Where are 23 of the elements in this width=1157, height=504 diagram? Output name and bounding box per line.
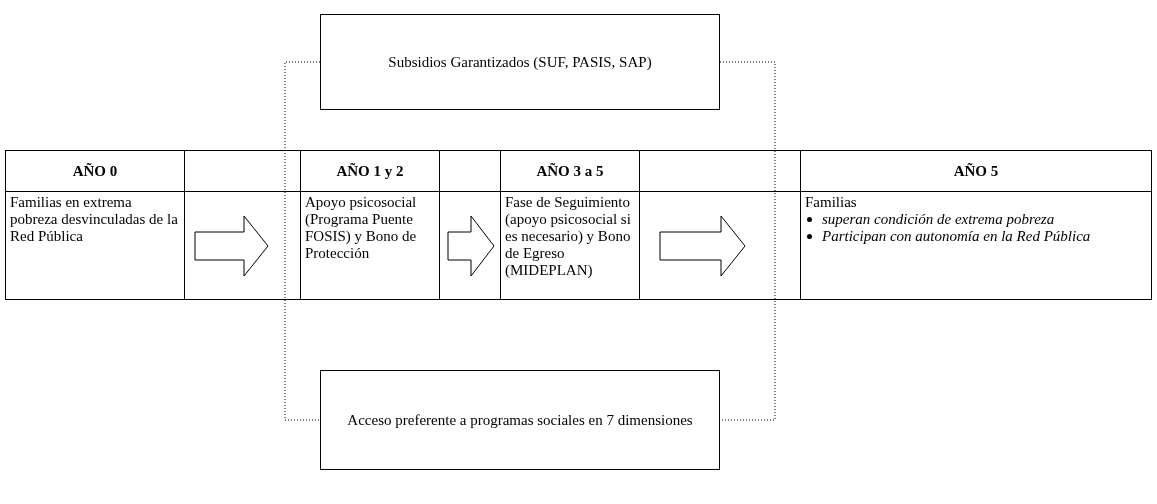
column-heading: AÑO 5 xyxy=(953,162,999,180)
table-column xyxy=(5,150,185,300)
block-arrow xyxy=(447,215,495,277)
dotted-connector xyxy=(719,61,776,421)
block-arrow xyxy=(659,215,746,277)
text-box xyxy=(320,14,720,110)
column-heading: AÑO 3 a 5 xyxy=(536,162,604,180)
block-arrow xyxy=(194,215,269,277)
column-heading: AÑO 0 xyxy=(72,162,118,180)
table-column xyxy=(500,150,640,300)
cell-text: Familias xyxy=(805,194,858,211)
table-column xyxy=(300,150,440,300)
cell-text: Familias en extrema pobreza desvinculadas de la Red Pública xyxy=(10,194,179,245)
dotted-connector xyxy=(284,61,321,421)
table-column xyxy=(800,150,1152,300)
column-heading: AÑO 1 y 2 xyxy=(336,162,404,180)
bullet-text: Participan con autonomía en la Red Pública xyxy=(822,228,1091,245)
cell-text: Apoyo psicosocial (Programa Puente FOSIS) y Bono de Protección xyxy=(305,194,418,262)
box-text: Acceso preferente a programas sociales en 7 dimensiones xyxy=(347,411,693,429)
box-text: Subsidios Garantizados (SUF, PASIS, SAP) xyxy=(388,53,652,71)
bullet-text: superan condición de extrema pobreza xyxy=(822,211,1055,228)
cell-text: Fase de Seguimiento (apoyo psicosocial si es necesario) y Bono de Egreso (MIDEPLAN) xyxy=(505,194,632,279)
text-box xyxy=(320,370,720,470)
